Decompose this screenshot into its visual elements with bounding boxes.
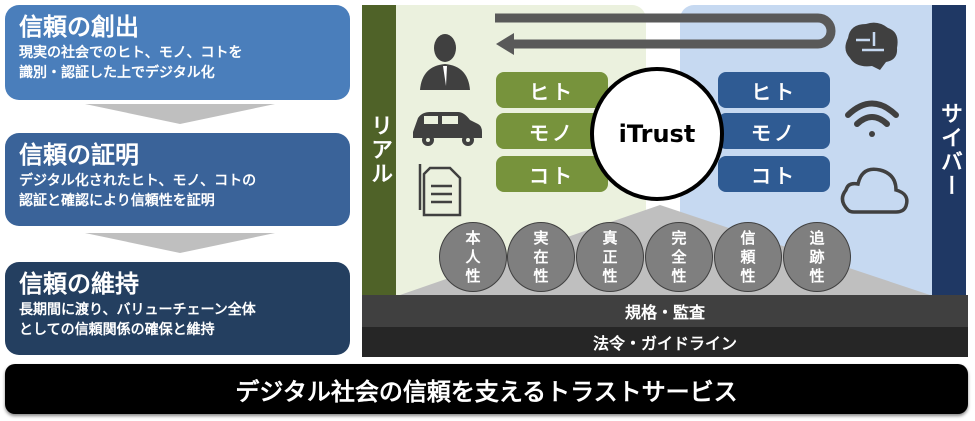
laws-label: 法令・ガイドライン <box>592 334 737 353</box>
property-char: 在 <box>533 247 549 266</box>
property-char: 性 <box>602 266 618 285</box>
real-tag-hito: ヒト <box>496 72 608 108</box>
step-desc: 認証と確認により信頼性を証明 <box>19 193 215 209</box>
step-title: 信頼の維持 <box>19 270 139 298</box>
property-circle: 完全性 <box>645 222 713 292</box>
property-char: 実 <box>533 228 549 247</box>
property-char: 跡 <box>809 247 825 266</box>
laws-bar: 法令・ガイドライン <box>362 327 968 357</box>
cyber-label: サイバー <box>932 5 966 295</box>
real-label: リアル <box>362 5 396 295</box>
step-creation: 信頼の創出 現実の社会でのヒト、モノ、コトを 識別・認証した上でデジタル化 <box>5 5 350 100</box>
real-tag-koto: コト <box>496 156 608 192</box>
property-char: 本 <box>465 228 481 247</box>
property-char: 性 <box>809 266 825 285</box>
property-circle: 信頼性 <box>714 222 782 292</box>
step-title: 信頼の創出 <box>19 13 139 41</box>
step-maintenance: 信頼の維持 長期間に渡り、バリューチェーン全体 としての信頼関係の確保と維持 <box>5 262 350 355</box>
property-char: 全 <box>671 247 687 266</box>
itrust-circle: iTrust <box>590 67 724 201</box>
property-char: 真 <box>602 228 618 247</box>
property-char: 人 <box>465 247 481 266</box>
step-desc: 識別・認証した上でデジタル化 <box>19 65 215 81</box>
itrust-label: iTrust <box>618 120 696 148</box>
property-char: 性 <box>671 266 687 285</box>
real-tag-mono: モノ <box>496 113 608 149</box>
property-circle: 実在性 <box>507 222 575 292</box>
property-char: 完 <box>671 228 687 247</box>
car-icon <box>413 112 482 146</box>
brain-icon <box>845 22 898 71</box>
arrowhead <box>496 33 514 55</box>
cyber-tag-hito: ヒト <box>718 72 830 108</box>
wifi-icon <box>845 100 899 137</box>
step-proof: 信頼の証明 デジタル化されたヒト、モノ、コトの 認証と確認により信頼性を証明 <box>5 133 350 226</box>
person-icon <box>420 34 470 90</box>
step-desc: 長期間に渡り、バリューチェーン全体 <box>19 302 256 318</box>
property-char: 信 <box>740 228 756 247</box>
down-arrow <box>85 104 275 124</box>
property-circle: 真正性 <box>576 222 644 292</box>
property-char: 追 <box>809 228 825 247</box>
cyber-tag-koto: コト <box>718 156 830 192</box>
property-char: 頼 <box>740 247 756 266</box>
property-circle: 追跡性 <box>783 222 851 292</box>
property-char: 性 <box>533 266 549 285</box>
step-desc: 現実の社会でのヒト、モノ、コトを <box>19 45 243 61</box>
step-title: 信頼の証明 <box>19 141 139 169</box>
property-char: 性 <box>740 266 756 285</box>
cloud-icon <box>840 167 909 214</box>
standards-bar: 規格・監査 <box>362 295 968 327</box>
cyber-tag-mono: モノ <box>718 113 830 149</box>
footer-banner: デジタル社会の信頼を支えるトラストサービス <box>5 364 968 414</box>
standards-label: 規格・監査 <box>624 303 705 322</box>
down-arrow <box>85 233 275 253</box>
property-char: 正 <box>602 247 618 266</box>
u-turn-arrow-icon <box>495 13 836 49</box>
footer-title: デジタル社会の信頼を支えるトラストサービス <box>235 377 738 406</box>
document-icon <box>418 164 462 217</box>
property-circle: 本人性 <box>439 222 507 292</box>
step-desc: としての信頼関係の確保と維持 <box>19 322 215 338</box>
property-char: 性 <box>465 266 481 285</box>
step-desc: デジタル化されたヒト、モノ、コトの <box>19 173 257 189</box>
